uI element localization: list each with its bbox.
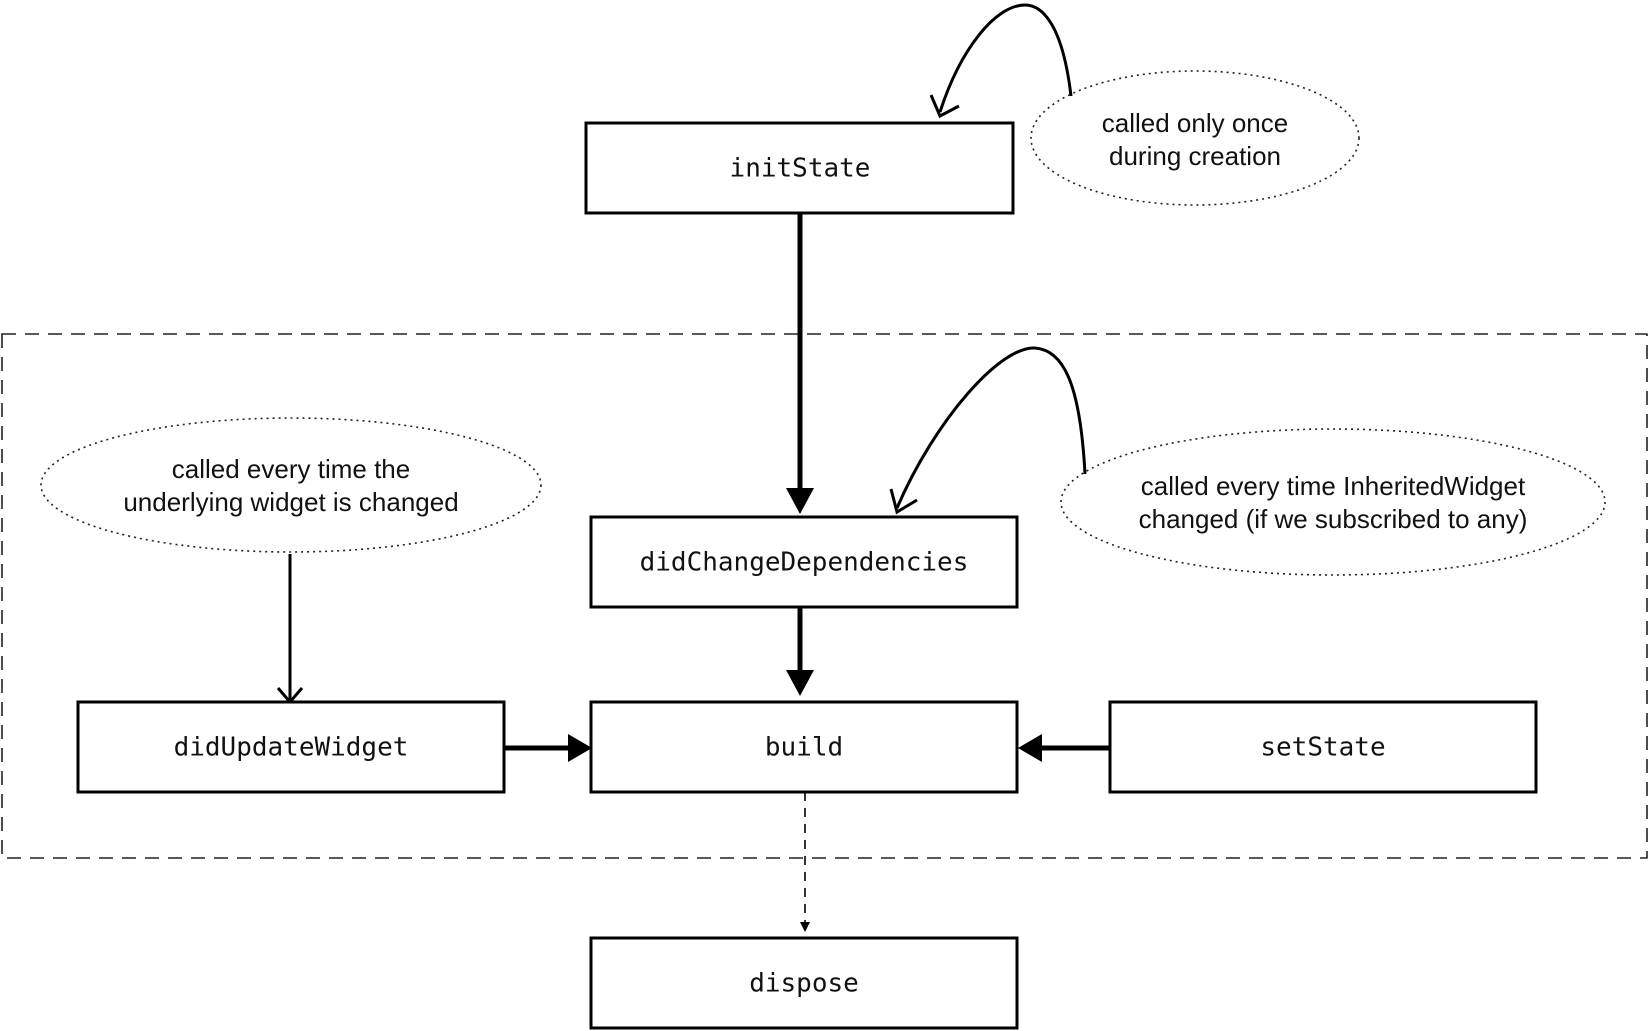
node-initstate: initState	[584, 121, 1015, 215]
node-dispose: dispose	[589, 936, 1019, 1030]
note-initstate-line-1: called only once	[1102, 108, 1288, 138]
note-didupdatewidget-line-2: underlying widget is changed	[123, 487, 458, 517]
node-build: build	[589, 700, 1019, 794]
rebuild-cycle-region	[1, 333, 1648, 859]
node-didchangedependencies: didChangeDependencies	[589, 515, 1019, 609]
node-setstate-box	[1108, 700, 1538, 794]
node-didupdatewidget: didUpdateWidget	[76, 700, 506, 794]
arrowhead-curve-initstate	[929, 94, 960, 119]
note-didchangedependencies-line-2: changed (if we subscribed to any)	[1139, 504, 1528, 534]
node-dispose-box	[589, 936, 1019, 1030]
curve-note-to-initstate	[938, 3, 1073, 113]
node-setstate: setState	[1108, 700, 1538, 794]
arrowhead-setstate-to-build	[1018, 734, 1042, 762]
node-initstate-label: initState	[730, 154, 871, 184]
note-initstate: called only once during creation	[1030, 70, 1360, 206]
node-initstate-box	[584, 121, 1015, 215]
arrowhead-didupdatewidget-to-build	[568, 734, 592, 762]
node-build-label: build	[765, 733, 843, 763]
arrowhead-build-to-dispose	[800, 922, 810, 932]
arrowhead-curve-didchangedependencies	[889, 488, 918, 515]
arrowhead-didchangedependencies-to-build	[786, 670, 814, 696]
node-didchangedependencies-box	[589, 515, 1019, 609]
node-didupdatewidget-box	[76, 700, 506, 794]
note-didupdatewidget-line-1: called every time the	[172, 454, 410, 484]
note-initstate-ellipse	[1030, 70, 1360, 206]
node-didchangedependencies-label: didChangeDependencies	[640, 548, 969, 578]
node-didupdatewidget-label: didUpdateWidget	[174, 733, 409, 763]
node-dispose-label: dispose	[749, 969, 859, 999]
node-build-box	[589, 700, 1019, 794]
note-didupdatewidget-ellipse	[40, 417, 542, 553]
curve-note-to-didchangedependencies	[895, 346, 1087, 509]
note-initstate-line-2: during creation	[1109, 141, 1281, 171]
note-didupdatewidget: called every time the underlying widget …	[40, 417, 542, 553]
note-didchangedependencies-ellipse	[1060, 428, 1606, 576]
node-setstate-label: setState	[1260, 733, 1385, 763]
note-didchangedependencies: called every time InheritedWidget change…	[1060, 428, 1606, 576]
note-didchangedependencies-line-1: called every time InheritedWidget	[1141, 471, 1526, 501]
arrowhead-initstate-to-didchangedependencies	[786, 488, 814, 514]
